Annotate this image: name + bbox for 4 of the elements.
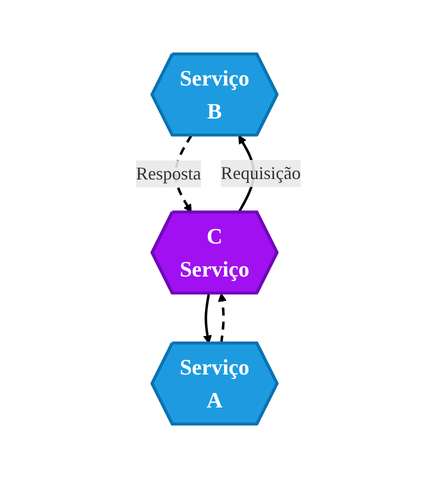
edge-label: Resposta bbox=[136, 162, 202, 183]
edge-label: Requisição bbox=[220, 162, 301, 182]
arrow bbox=[218, 292, 227, 344]
arrow bbox=[203, 292, 212, 344]
